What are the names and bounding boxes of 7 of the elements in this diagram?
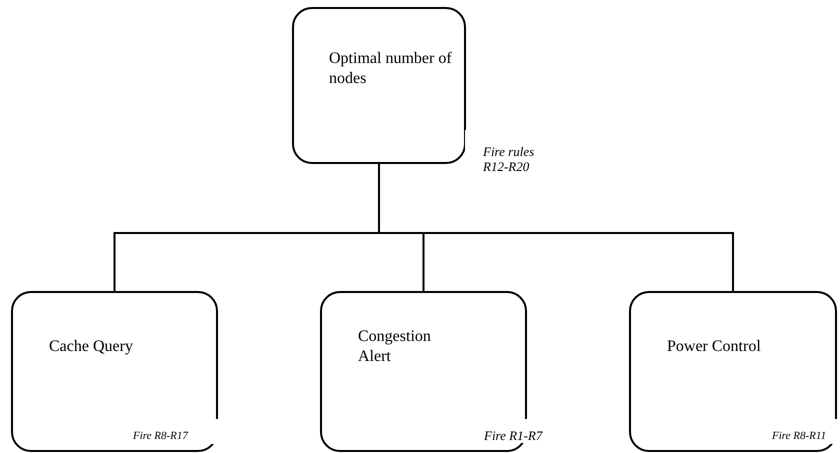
rounded-box	[629, 291, 837, 452]
node-label: Cache Query	[49, 337, 134, 357]
node-label: Power Control	[667, 337, 762, 357]
node-label: Congestion Alert	[358, 327, 432, 367]
connector-line	[378, 164, 734, 291]
rounded-box	[292, 7, 466, 164]
node-label: Optimal number of nodes	[329, 49, 453, 89]
